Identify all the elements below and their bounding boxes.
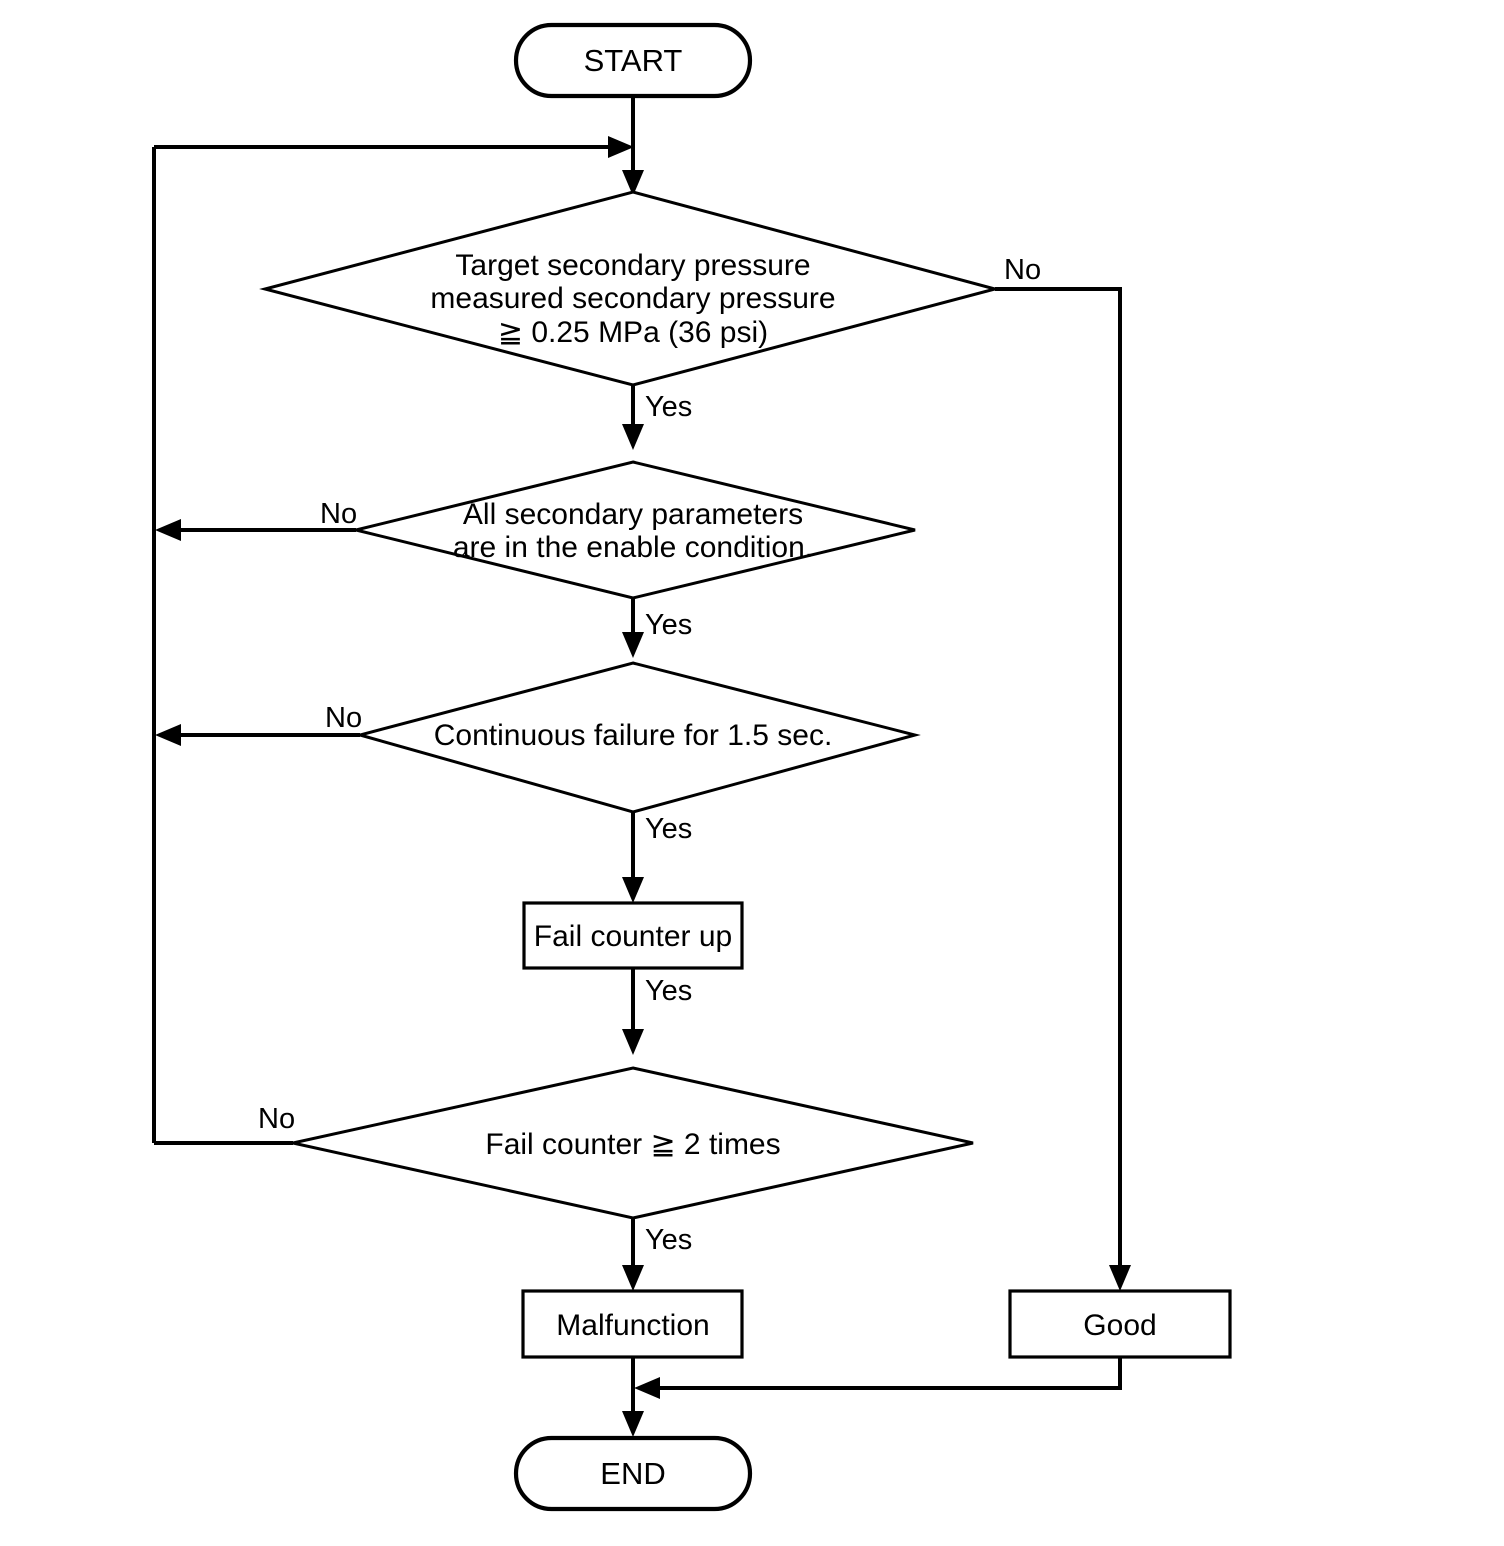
node-end-label: END: [600, 1456, 665, 1491]
node-decision-pressure-line1: Target secondary pressure: [455, 249, 810, 282]
edge-label-counter-up-yes: Yes: [645, 975, 692, 1007]
node-decision-counter[interactable]: Fail counter ≧ 2 times: [292, 1066, 974, 1220]
edge-label-pressure-no: No: [1004, 254, 1041, 286]
edge-label-params-no: No: [320, 498, 357, 530]
edge-label-continuous-yes: Yes: [645, 813, 692, 845]
connector-continuous-no-to-rail: [155, 724, 360, 746]
edge-label-counter-yes: Yes: [645, 1224, 692, 1256]
node-end[interactable]: END: [513, 1435, 753, 1512]
node-decision-continuous-line1: Continuous failure for 1.5 sec.: [434, 719, 833, 752]
node-start-label: START: [584, 43, 683, 78]
node-decision-pressure[interactable]: Target secondary pressure measured secon…: [259, 190, 1001, 387]
edge-label-continuous-no: No: [325, 702, 362, 734]
node-decision-continuous[interactable]: Continuous failure for 1.5 sec.: [354, 661, 921, 814]
connector-counter-up-to-decision: [622, 968, 644, 1055]
node-decision-params[interactable]: All secondary parameters are in the enab…: [355, 460, 916, 600]
node-result-malfunction-label: Malfunction: [556, 1309, 709, 1342]
node-process-counter-up[interactable]: Fail counter up: [522, 901, 744, 970]
node-decision-params-line2: are in the enable condition.: [453, 531, 813, 564]
node-decision-counter-line1: Fail counter ≧ 2 times: [485, 1128, 780, 1161]
edge-label-params-yes: Yes: [645, 609, 692, 641]
connector-pressure-no-to-good: [995, 287, 1131, 1291]
connector-params-yes-to-continuous: [622, 598, 644, 658]
node-start[interactable]: START: [513, 22, 753, 99]
connector-malfunction-to-end: [622, 1357, 644, 1437]
connector-params-no-to-rail: [155, 519, 356, 541]
connector-start-to-pressure: [622, 96, 644, 196]
node-decision-pressure-line2: measured secondary pressure: [430, 282, 835, 315]
node-result-good-label: Good: [1083, 1309, 1156, 1342]
connector-loopback-into-trunk: [154, 136, 634, 158]
node-result-good[interactable]: Good: [1008, 1289, 1232, 1359]
connector-counter-yes-to-malfunction: [622, 1218, 644, 1291]
connector-good-to-end: [634, 1357, 1122, 1399]
connector-continuous-yes-to-counter-up: [622, 812, 644, 903]
node-result-malfunction[interactable]: Malfunction: [521, 1289, 744, 1359]
node-decision-params-line1: All secondary parameters: [463, 498, 803, 531]
edge-label-counter-no: No: [258, 1103, 295, 1135]
node-decision-pressure-line3: ≧ 0.25 MPa (36 psi): [498, 316, 768, 349]
connector-pressure-yes-to-params: [622, 385, 644, 450]
node-process-counter-up-label: Fail counter up: [534, 920, 732, 953]
edge-label-pressure-yes: Yes: [645, 391, 692, 423]
